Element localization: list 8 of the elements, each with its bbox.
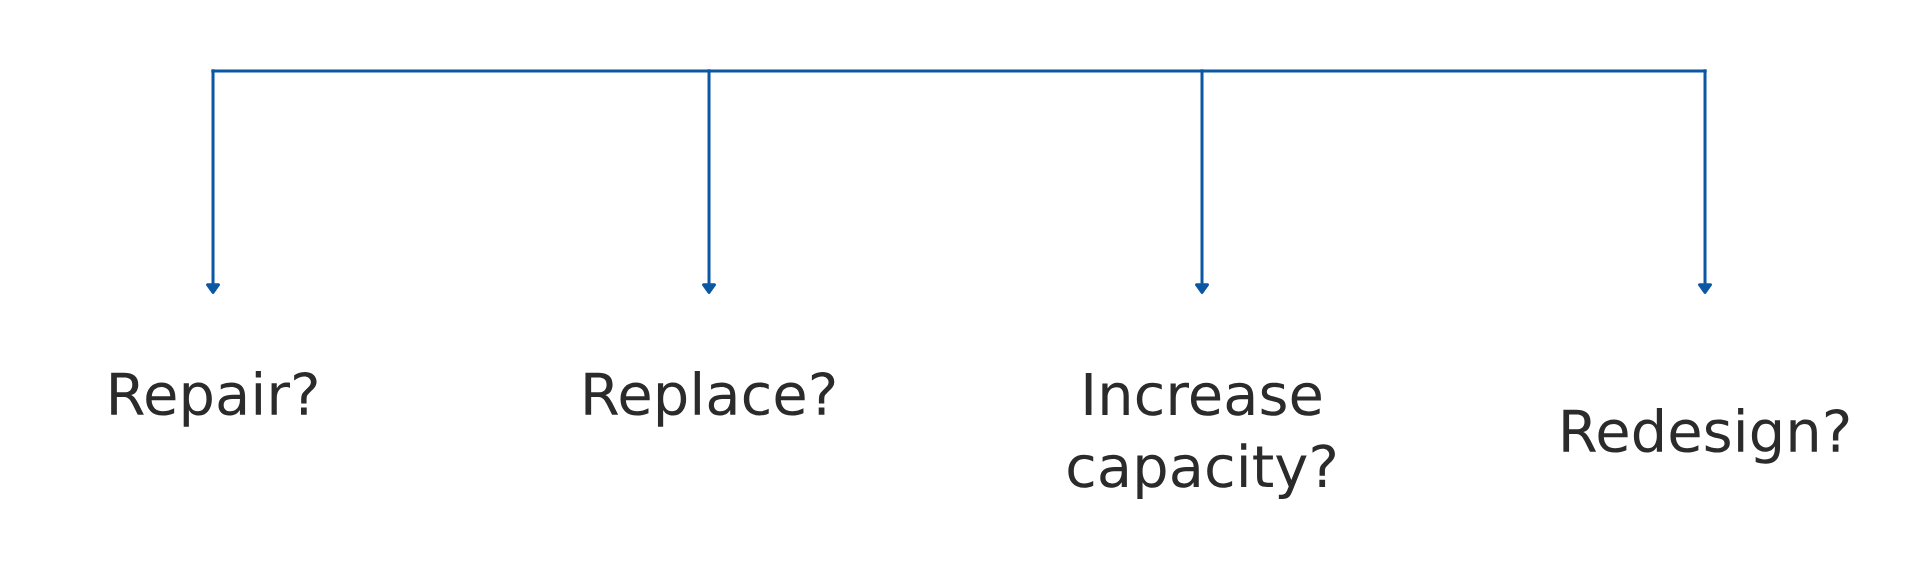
arrow <box>206 69 221 294</box>
question-text: Increase capacity? <box>1068 373 1335 499</box>
arrow <box>1195 69 1210 294</box>
question-text: Replace? <box>585 371 835 427</box>
question-text: Redesign? <box>1563 408 1849 464</box>
question-text: Repair? <box>111 371 317 427</box>
arrow <box>702 69 717 294</box>
arrow <box>1697 69 1713 294</box>
